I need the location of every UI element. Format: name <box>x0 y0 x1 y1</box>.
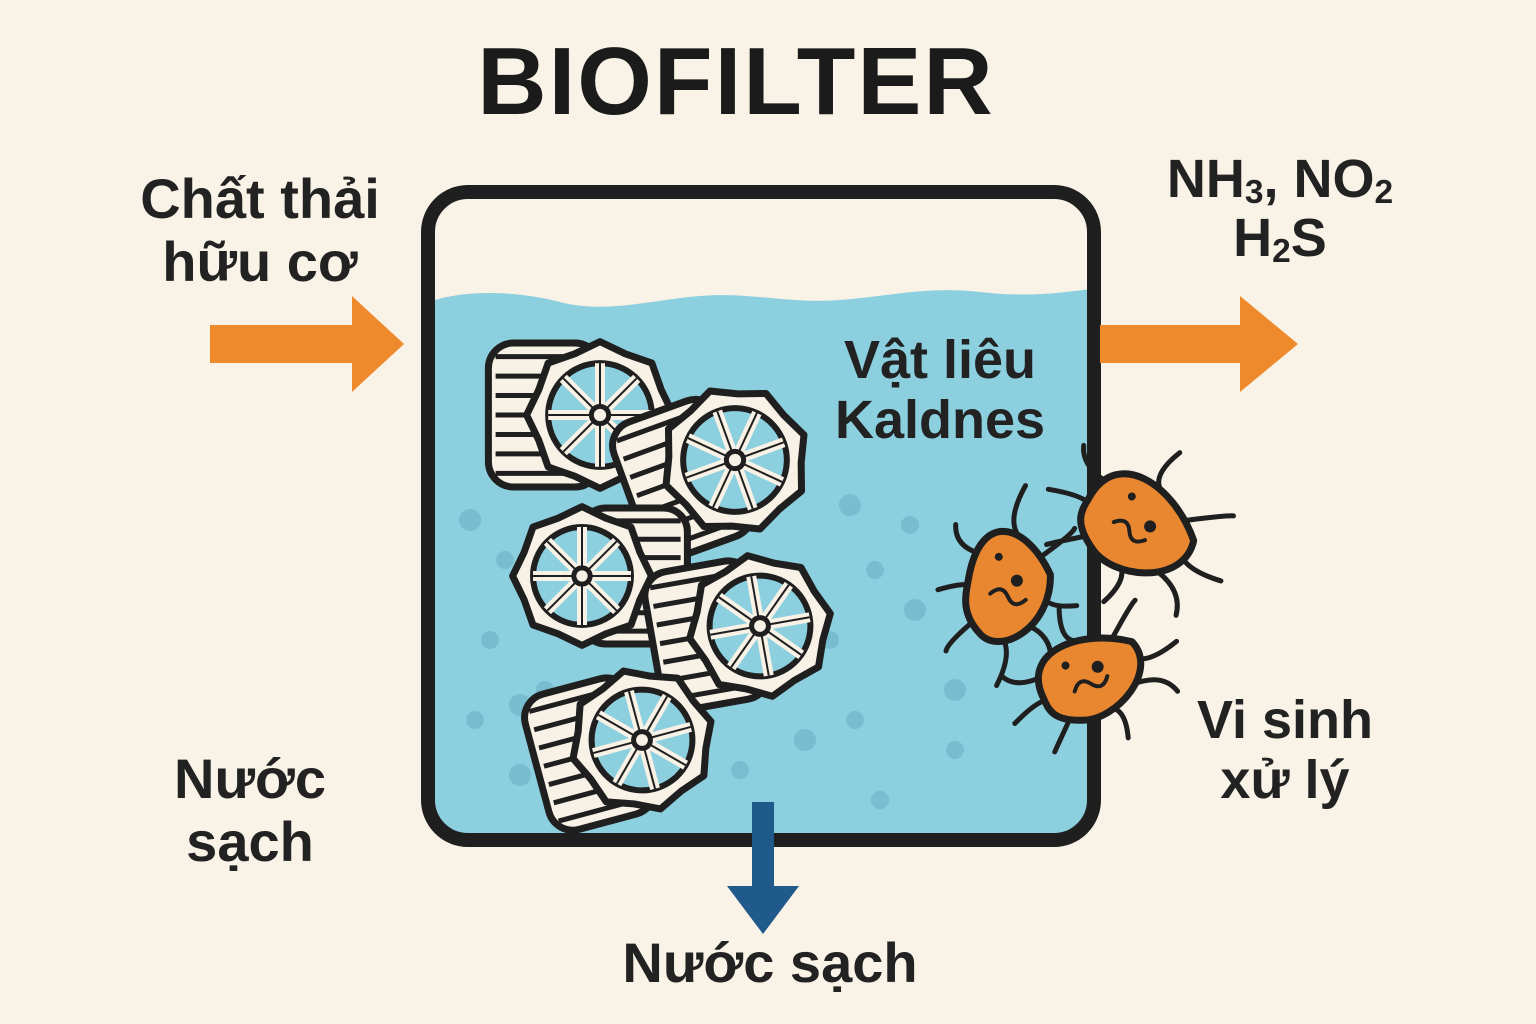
output-gases-label: NH3, NO2 H2S <box>1120 149 1440 271</box>
gas-h2s-tail: S <box>1290 208 1327 269</box>
kaldnes-media-icon-2 <box>609 387 808 563</box>
output-arrow-icon <box>1100 296 1298 392</box>
media-line-1: Vật liêu <box>843 330 1037 390</box>
clean-water-left-label: Nước sạch <box>120 747 380 873</box>
microbe-icon-2 <box>1044 442 1236 618</box>
clean-water-left-line-2: sạch <box>186 809 314 873</box>
gases-line-1: NH3, NO2 <box>1120 149 1440 212</box>
microbe-icon-3 <box>999 597 1181 755</box>
microbe-icon-1 <box>935 483 1080 688</box>
gas-no2-sub: 2 <box>1374 174 1394 212</box>
gas-nh3-base: NH <box>1166 149 1245 209</box>
kaldnes-media-label: Vật liêu Kaldnes <box>800 330 1080 451</box>
gas-h2s-base: H <box>1233 208 1273 269</box>
gases-line-2: H2S <box>1120 208 1440 271</box>
gas-no2-base: NO <box>1293 149 1375 209</box>
kaldnes-media-icon-1 <box>484 338 677 492</box>
gas-nh3-sub: 3 <box>1244 174 1264 212</box>
clean-water-left-line-1: Nước <box>174 747 326 810</box>
organic-waste-line-2: hữu cơ <box>162 229 358 293</box>
outflow-arrow-icon <box>727 802 799 934</box>
kaldnes-media-icon-3 <box>509 503 691 649</box>
diagram-title: BIOFILTER <box>477 28 995 135</box>
kaldnes-media-icon-5 <box>521 667 715 834</box>
clean-water-bottom-label: Nước sạch <box>622 931 918 994</box>
organic-waste-label: Chất thải hữu cơ <box>100 167 420 293</box>
kaldnes-media-icon-4 <box>641 552 834 714</box>
media-line-2: Kaldnes <box>834 390 1046 451</box>
gas-h2s-sub: 2 <box>1272 233 1291 271</box>
microbes-line-2: xử lý <box>1220 750 1350 811</box>
organic-waste-line-1: Chất thải <box>140 167 380 230</box>
input-arrow-icon <box>210 296 404 392</box>
kaldnes-media-group <box>484 338 834 834</box>
microbe-group <box>935 442 1236 755</box>
microbes-label: Vi sinh xử lý <box>1160 690 1410 811</box>
gas-separator: , <box>1263 149 1294 209</box>
microbes-line-1: Vi sinh <box>1196 690 1374 750</box>
